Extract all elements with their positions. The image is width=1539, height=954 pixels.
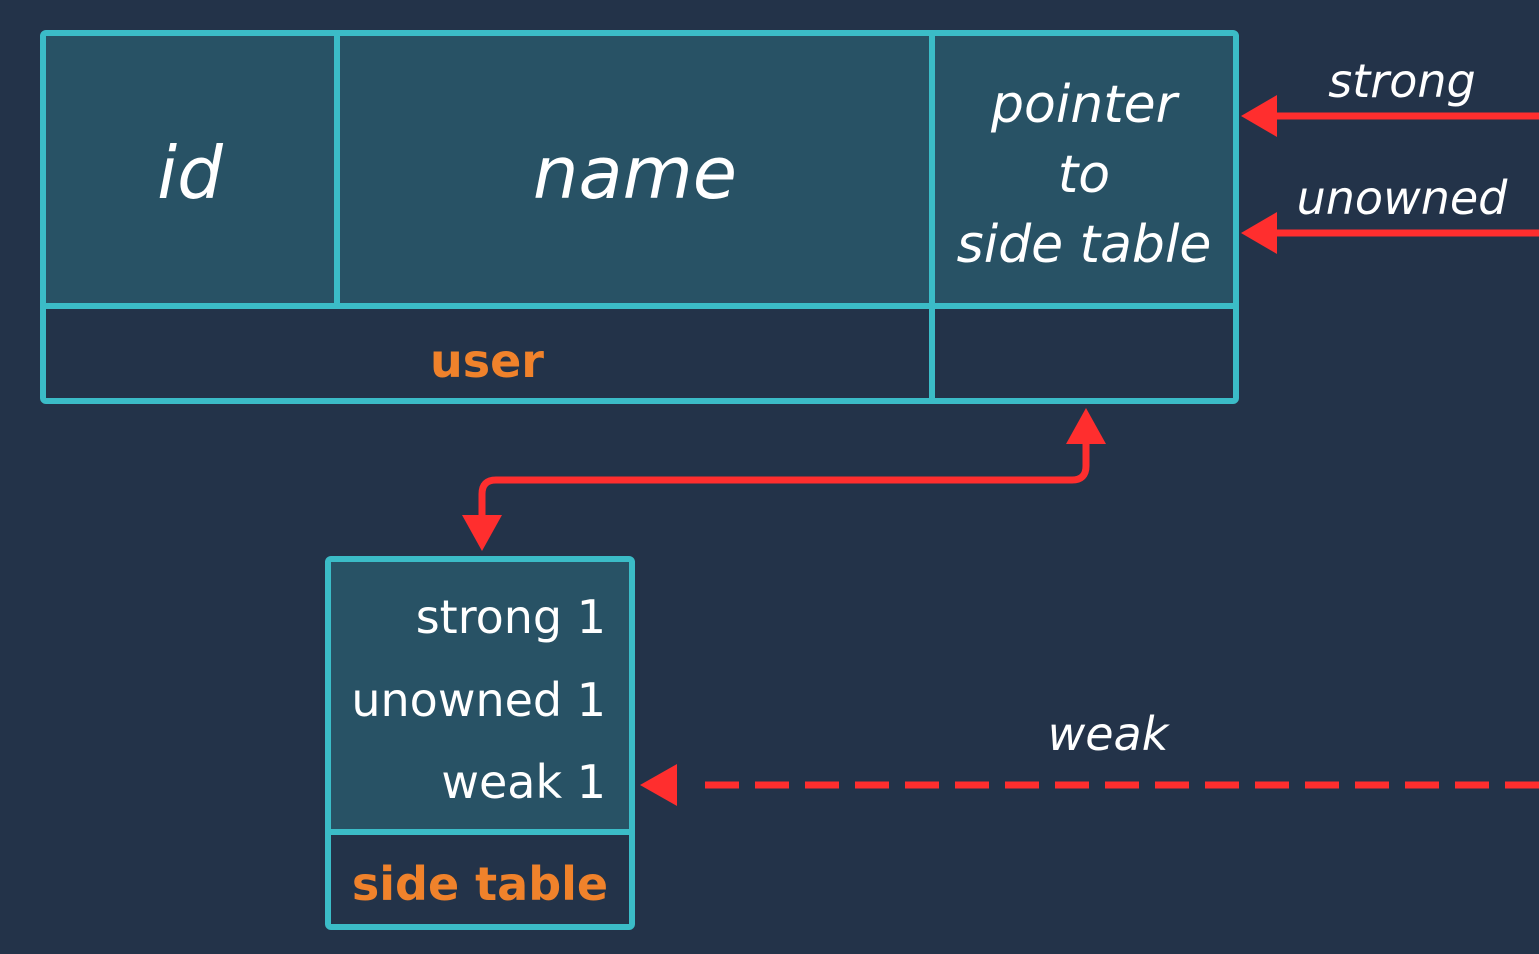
id-cell — [44, 34, 336, 306]
field-name: name — [533, 131, 737, 215]
side-table-border — [325, 556, 635, 930]
unowned-count: unowned 1 — [351, 673, 606, 727]
weak-reference-arrow: weak — [640, 707, 1539, 806]
side-table-link-path — [478, 440, 1090, 520]
field-id: id — [157, 131, 224, 215]
strong-reference-label: strong — [1328, 54, 1475, 108]
link-arrow-head-down — [462, 515, 502, 551]
unowned-reference-label: unowned — [1297, 171, 1509, 225]
field-pointer-line2: to — [1058, 145, 1110, 205]
strong-arrow-head — [1241, 95, 1277, 137]
weak-arrow-head — [640, 764, 677, 806]
pointer-cell — [933, 34, 1235, 306]
side-table-label: side table — [352, 857, 608, 911]
weak-count: weak 1 — [441, 755, 606, 809]
unowned-arrow-head — [1241, 212, 1277, 254]
side-table-link-arrow — [462, 408, 1106, 551]
user-label: user — [430, 334, 544, 388]
unowned-reference-arrow: unowned — [1241, 171, 1539, 254]
strong-count: strong 1 — [416, 590, 606, 644]
name-cell — [338, 34, 932, 306]
side-table-counters-cell — [329, 560, 631, 832]
field-pointer-line3: side table — [957, 215, 1212, 275]
field-pointer-line1: pointer — [990, 75, 1181, 135]
user-object-border — [40, 30, 1239, 404]
weak-reference-label: weak — [1048, 707, 1171, 761]
strong-reference-arrow: strong — [1241, 54, 1539, 137]
user-object: id name pointer to side table user — [40, 30, 1239, 404]
link-arrow-head-up — [1066, 408, 1106, 444]
side-table: strong 1 unowned 1 weak 1 side table — [325, 556, 635, 930]
